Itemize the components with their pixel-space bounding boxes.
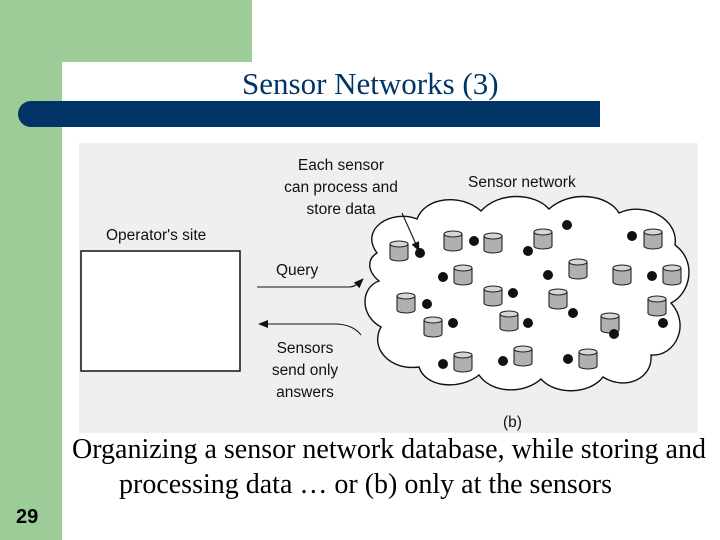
sensor-dot [438,272,448,282]
database-icon [396,292,416,314]
sensor-pointer-line [401,212,420,252]
panel-label: (b) [503,414,522,431]
database-icon [612,264,632,286]
sensor-dot [523,246,533,256]
sensor-dot [647,271,657,281]
sensor-dot [627,231,637,241]
sensors-answer-label-line-1: Sensors [277,340,334,357]
slide-number: 29 [16,506,39,528]
database-icon [483,285,503,307]
database-icon [443,230,463,252]
query-arrow [257,278,364,289]
database-icon [499,310,519,332]
database-icon [423,316,443,338]
database-icon [453,351,473,373]
sensor-dot [523,318,533,328]
database-icon [513,345,533,367]
sensor-dot [543,270,553,280]
sensors-answer-label-line-3: answers [276,384,334,401]
each-sensor-label-line-1: Each sensor [298,157,384,174]
figure-caption: Organizing a sensor network database, wh… [72,432,712,502]
database-icon [578,348,598,370]
left-green-band [0,0,62,540]
sensor-dot [658,318,668,328]
operator-site-label: Operator's site [106,227,206,244]
sensor-dot [568,308,578,318]
query-label: Query [276,262,318,279]
sensor-dot [498,356,508,366]
sensor-dot [448,318,458,328]
answers-arrow [258,320,362,336]
operator-site-box [80,250,241,372]
database-icon [389,240,409,262]
database-icon [643,228,663,250]
caption-text: Organizing a sensor network database, wh… [72,434,706,500]
database-icon [533,228,553,250]
sensor-network-label: Sensor network [468,174,576,191]
sensor-dots [415,220,668,369]
each-sensor-label-line-2: can process and [284,179,398,196]
database-icon [548,288,568,310]
sensor-dot [562,220,572,230]
sensor-dot [563,354,573,364]
database-icon [647,295,667,317]
sensor-dot [438,359,448,369]
database-icon [568,258,588,280]
sensor-dot [415,248,425,258]
top-green-band [0,0,252,62]
sensor-dot [609,329,619,339]
sensors-answer-label-line-2: send only [272,362,339,379]
slide-title: Sensor Networks (3) [242,66,499,101]
sensor-dot [469,236,479,246]
database-icon [453,264,473,286]
sensor-network-figure: Operator's site Query Sensors send only … [80,157,690,431]
database-icon [662,264,682,286]
title-bar [18,101,600,127]
each-sensor-label-line-3: store data [307,201,376,218]
sensor-dot [422,299,432,309]
sensor-dot [508,288,518,298]
database-icon [483,232,503,254]
